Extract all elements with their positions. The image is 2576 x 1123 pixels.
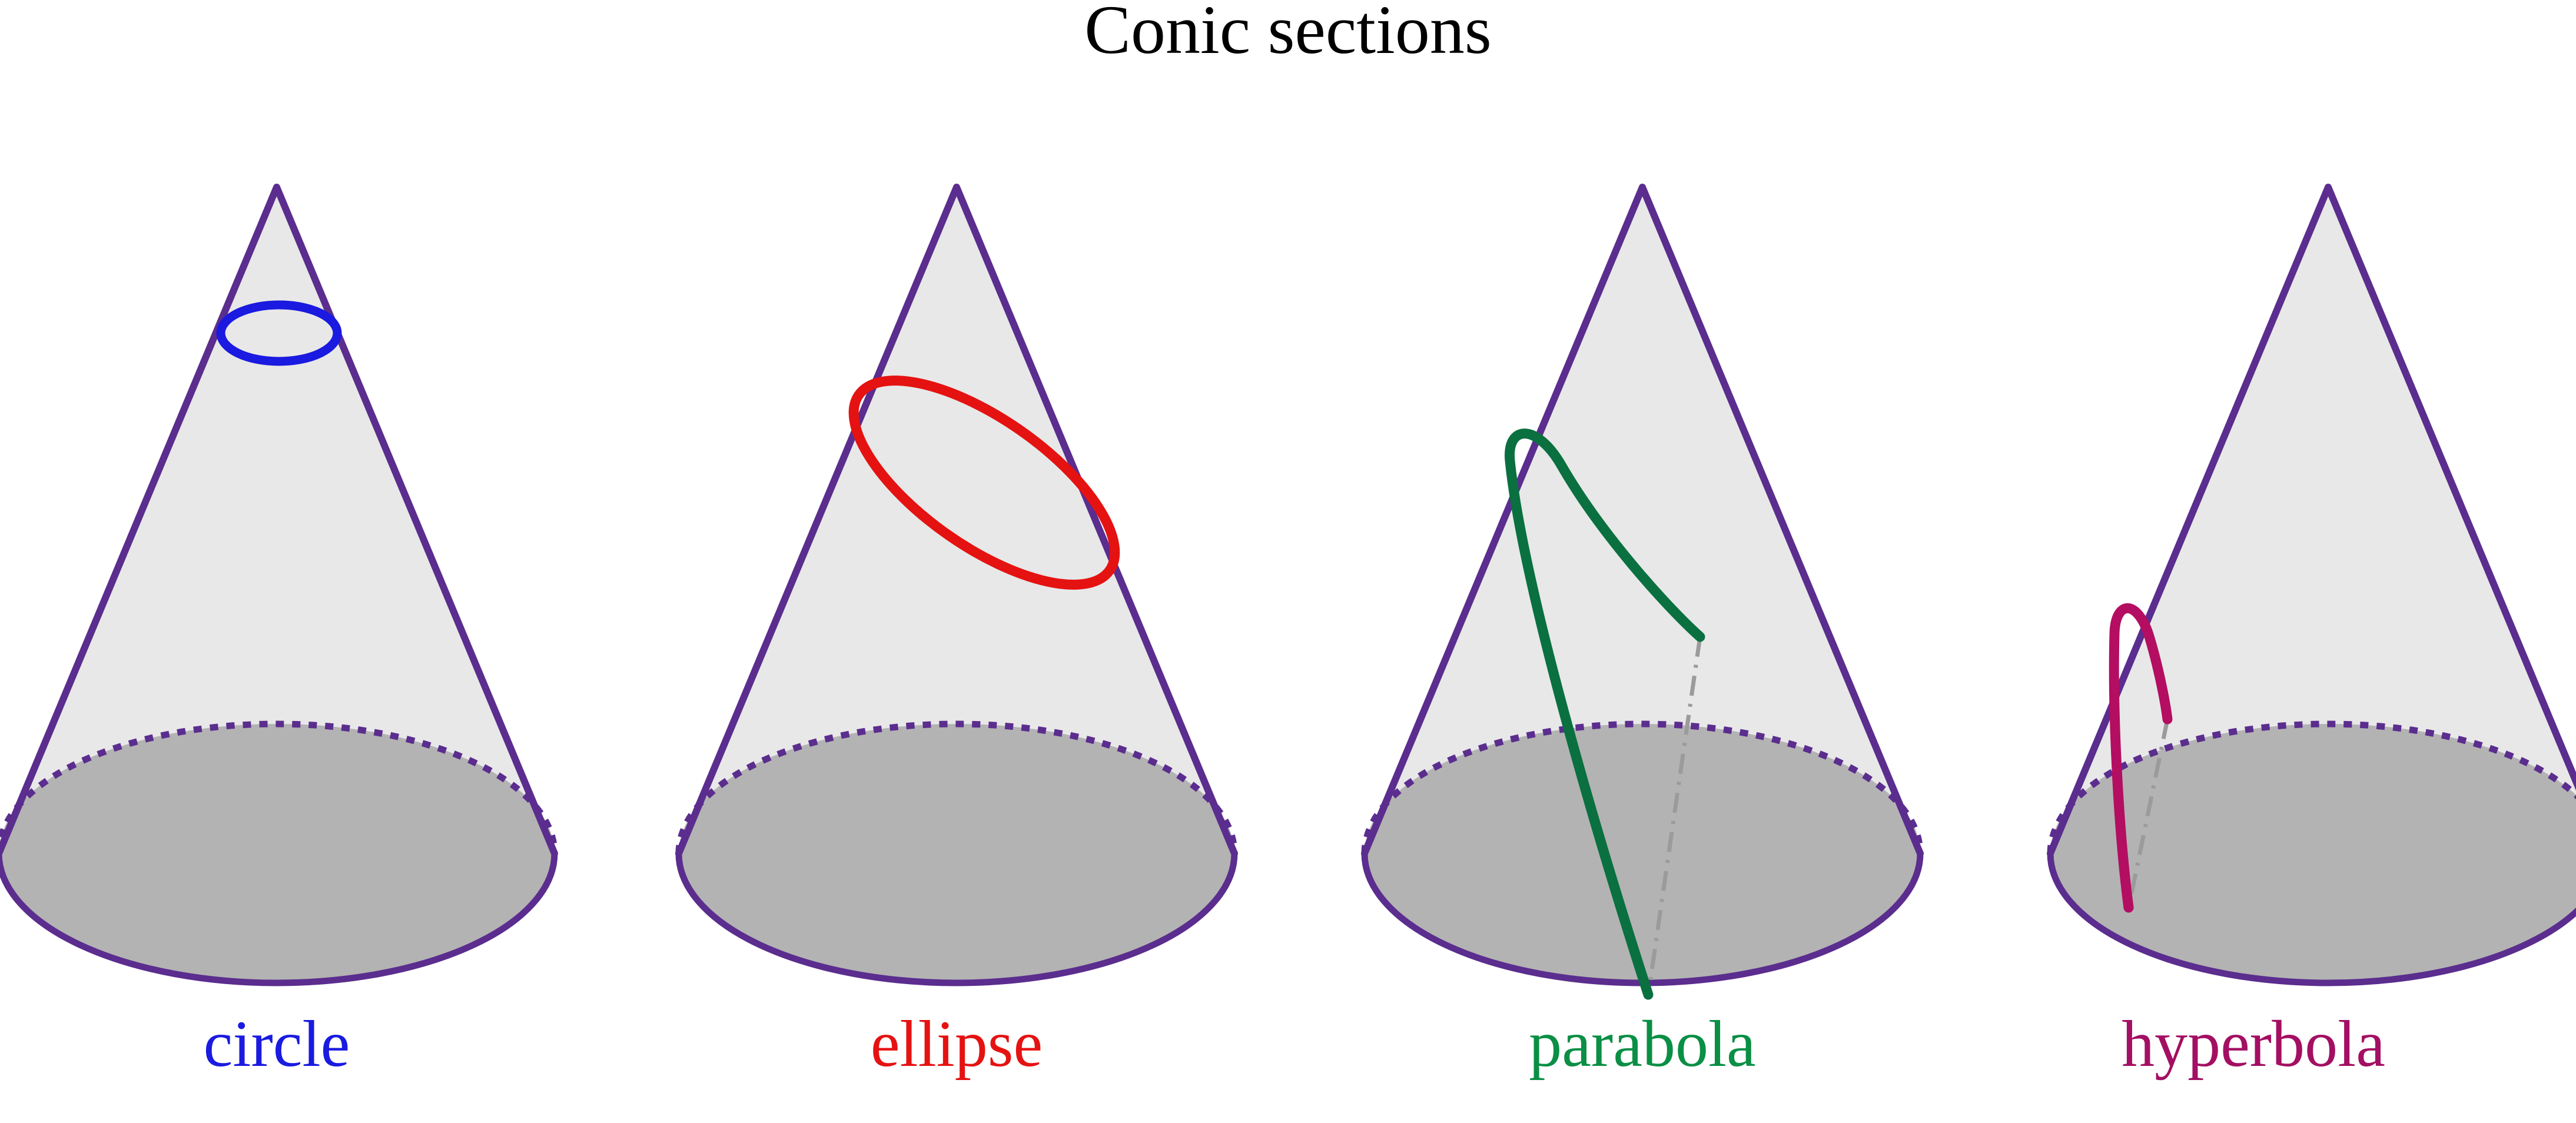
cone-base-rim-hidden bbox=[1361, 720, 1924, 854]
cone-base-disc bbox=[0, 724, 555, 983]
cone-base-rim-hidden bbox=[675, 720, 1238, 854]
cone-slant-edges bbox=[0, 184, 558, 857]
cone-parabola bbox=[1361, 184, 1924, 1000]
conic-label-hyperbola: hyperbola bbox=[2122, 1008, 2385, 1081]
figure-title: Conic sections bbox=[1084, 0, 1492, 68]
section-curve-ellipse bbox=[848, 376, 1120, 590]
cone-circle bbox=[0, 184, 558, 986]
cone-base-rim-visible bbox=[2047, 850, 2576, 986]
cone-base-rim-hidden bbox=[0, 720, 558, 854]
cone-base-disc bbox=[679, 724, 1234, 983]
cone-base-rim-hidden bbox=[2047, 720, 2576, 854]
cone-ellipse bbox=[675, 184, 1238, 986]
cone-slant-edges bbox=[675, 184, 1238, 857]
conic-label-ellipse: ellipse bbox=[870, 1008, 1043, 1081]
cone-hyperbola bbox=[2047, 184, 2576, 986]
section-curve-hyperbola bbox=[2109, 603, 2173, 913]
cone-base-disc bbox=[2050, 724, 2576, 983]
cone-slant-edges bbox=[1361, 184, 1924, 857]
cutting-plane-guide-line bbox=[2126, 719, 2170, 908]
conic-label-parabola: parabola bbox=[1529, 1008, 1756, 1081]
conic-label-circle: circle bbox=[203, 1008, 350, 1081]
cone-base-rim-visible bbox=[0, 850, 558, 986]
cone-base-disc bbox=[1365, 724, 1920, 983]
section-curve-parabola bbox=[1505, 428, 1705, 1000]
cone-base-rim-visible bbox=[675, 850, 1238, 986]
section-curve-circle bbox=[216, 300, 342, 366]
